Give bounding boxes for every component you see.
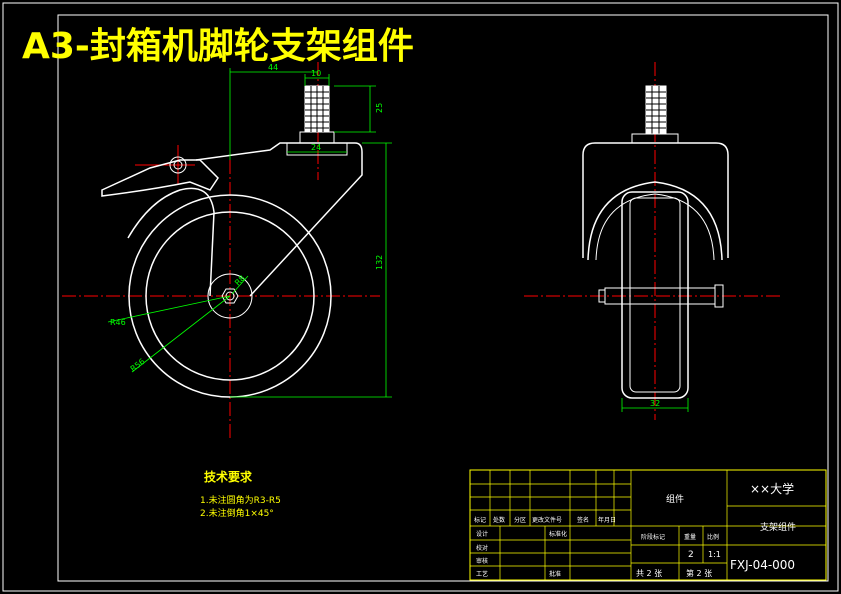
- axle-nut: [221, 288, 239, 304]
- hub-circle: [207, 273, 253, 319]
- dim-r8: R8: [233, 274, 247, 288]
- sheet-title: A3-封箱机脚轮支架组件: [22, 26, 414, 67]
- dim-r46: R46: [110, 318, 126, 327]
- left-label-check: 校对: [476, 544, 488, 552]
- weight-value: 2: [688, 550, 694, 560]
- dim-r56: R56: [129, 357, 147, 374]
- left-label-design: 设计: [476, 530, 488, 538]
- left-label-review: 审核: [476, 557, 488, 565]
- group-name: 组件: [666, 493, 684, 505]
- tech-item-1: 1.未注圆角为R3-R5: [200, 494, 281, 506]
- dim-132: 132: [375, 255, 384, 270]
- marking-label: 阶段标记: [641, 533, 665, 541]
- drawing-number: FXJ-04-000: [730, 558, 795, 572]
- tech-heading: 技术要求: [204, 469, 253, 484]
- axle-hole: [225, 291, 235, 301]
- bracket-outline: [195, 142, 363, 297]
- school-name: ××大学: [750, 481, 794, 496]
- front-view: 44 10 25 24 132 R8 R46 R56: [62, 62, 392, 440]
- sheet-current: 第 2 张: [686, 568, 712, 578]
- tech-item-2: 2.未注倒角1×45°: [200, 507, 274, 519]
- left-label-process: 工艺: [476, 570, 488, 578]
- part-name: 支架组件: [760, 521, 796, 533]
- dim-25: 25: [375, 103, 384, 113]
- row-label-2: 分区: [514, 516, 526, 524]
- side-axle-nut: [714, 284, 724, 308]
- scale-label: 比例: [707, 533, 719, 541]
- inner-frame: [57, 14, 829, 582]
- front-dimensions: [107, 68, 392, 398]
- bracket-arm: [127, 187, 215, 297]
- dim-44: 44: [268, 63, 278, 72]
- weight-label: 重量: [684, 533, 696, 541]
- thread-hatching: [305, 86, 329, 132]
- side-wheel-inner: [629, 197, 681, 393]
- side-view: 32: [524, 62, 780, 420]
- pivot-pin: [169, 156, 187, 174]
- row-label-5: 年月日: [598, 516, 616, 524]
- sheets-total: 共 2 张: [636, 569, 662, 578]
- dim-32: 32: [650, 399, 660, 408]
- title-block: 标记 处数 分区 更改文件号 签名 年月日 设计 校对 审核 工艺 标准化 批准…: [469, 469, 827, 581]
- pivot-pin-inner: [173, 160, 183, 170]
- scale-value: 1:1: [708, 550, 721, 559]
- std-label: 标准化: [549, 530, 567, 538]
- title-block-frame: [469, 469, 827, 581]
- dim-10: 10: [311, 69, 321, 78]
- row-label-4: 签名: [577, 516, 589, 524]
- dim-24: 24: [311, 143, 321, 152]
- row-label-3: 更改文件号: [532, 516, 562, 524]
- side-axle-head: [598, 289, 606, 303]
- row-label-0: 标记: [474, 516, 486, 524]
- side-wheel: [621, 191, 689, 399]
- technical-requirements: 技术要求 1.未注圆角为R3-R5 2.未注倒角1×45°: [200, 469, 281, 519]
- wheel-inner: [145, 211, 315, 381]
- stem-base: [299, 131, 335, 144]
- side-fork: [582, 142, 729, 258]
- approve-label: 批准: [549, 570, 561, 578]
- side-fork-inner2: [595, 193, 715, 261]
- brake-lever: [101, 159, 219, 197]
- row-label-1: 处数: [493, 516, 505, 524]
- side-fork-inner: [587, 181, 723, 261]
